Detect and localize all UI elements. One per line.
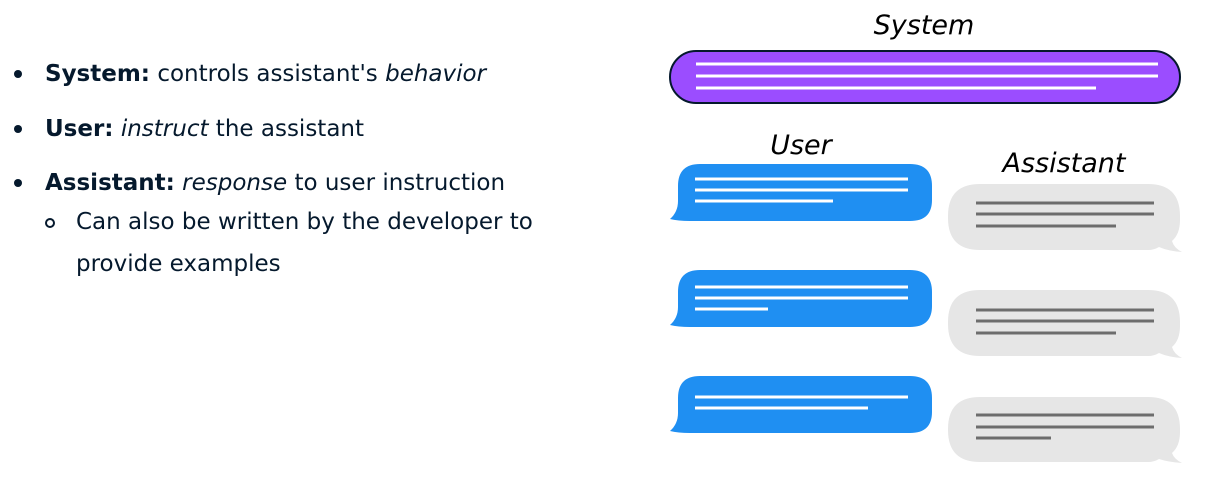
term-assistant: Assistant: bbox=[45, 170, 175, 196]
system-message-bubble bbox=[669, 50, 1181, 104]
assistant-bubble-shape bbox=[948, 184, 1182, 252]
sub-bullet-line-1: Can also be written by the developer to bbox=[76, 209, 533, 235]
bullet-system: System: controls assistant's behavior bbox=[45, 59, 486, 89]
bullet-dot-icon bbox=[14, 179, 22, 187]
bullet-list: System: controls assistant's behavior Us… bbox=[14, 59, 533, 277]
user-bubble-shape bbox=[670, 376, 932, 433]
assistant-description: to user instruction bbox=[287, 170, 506, 196]
system-label: System bbox=[874, 10, 975, 41]
system-emphasis: behavior bbox=[385, 61, 487, 87]
system-description: controls assistant's bbox=[150, 61, 386, 87]
chat-roles-diagram: System User Assistant bbox=[669, 10, 1182, 463]
assistant-emphasis: response bbox=[182, 170, 288, 196]
term-user: User: bbox=[45, 116, 114, 142]
bullet-user: User: instruct the assistant bbox=[45, 114, 364, 144]
user-message-bubble bbox=[670, 164, 932, 221]
assistant-bubble-shape bbox=[948, 290, 1182, 358]
user-bubble-shape bbox=[670, 164, 932, 221]
bullet-dot-icon bbox=[14, 70, 22, 78]
user-message-bubble bbox=[670, 376, 932, 433]
assistant-message-bubble bbox=[948, 290, 1182, 358]
user-label: User bbox=[770, 130, 833, 161]
assistant-message-bubble bbox=[948, 397, 1182, 463]
assistant-bubble-shape bbox=[948, 397, 1182, 463]
bullet-dot-icon bbox=[14, 125, 22, 133]
sub-bullet-line-2: provide examples bbox=[76, 251, 281, 277]
term-system: System: bbox=[45, 61, 151, 87]
bullet-assistant: Assistant: response to user instruction bbox=[45, 168, 505, 198]
user-description: the assistant bbox=[208, 116, 365, 142]
user-message-bubble bbox=[670, 270, 932, 327]
user-emphasis: instruct bbox=[120, 116, 209, 142]
assistant-message-bubble bbox=[948, 184, 1182, 252]
sub-bullet-ring-icon bbox=[45, 218, 55, 228]
assistant-label: Assistant bbox=[1000, 148, 1126, 179]
